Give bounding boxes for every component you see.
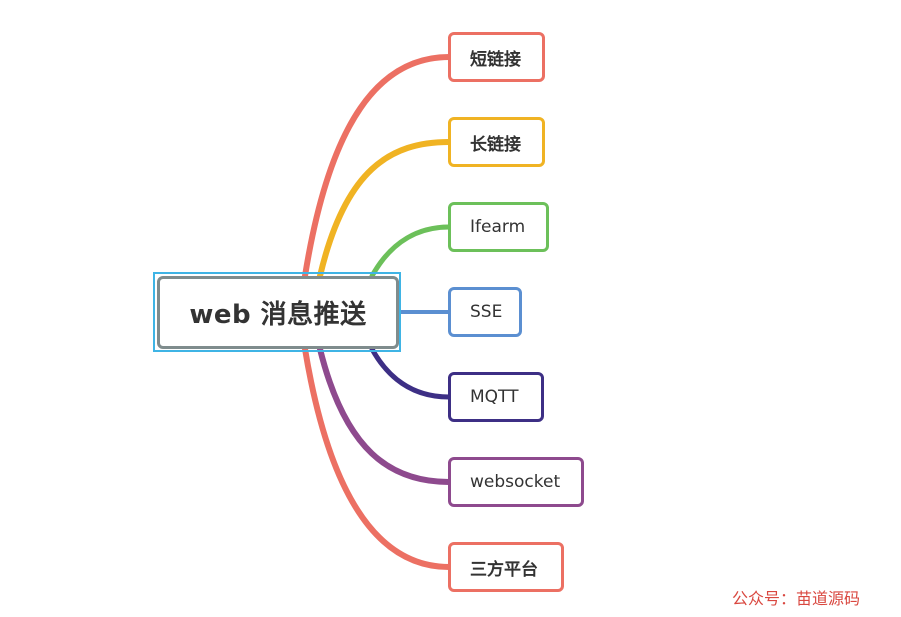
watermark-text: 公众号：苗道源码 xyxy=(732,589,861,608)
node-ifearm[interactable]: Ifearm xyxy=(448,202,549,252)
root-node-selection-frame xyxy=(153,272,401,352)
node-websocket[interactable]: websocket xyxy=(448,457,584,507)
node-short-connection[interactable]: 短链接 xyxy=(448,32,545,82)
branch-connector-5 xyxy=(369,346,452,400)
node-third-party-platform[interactable]: 三方平台 xyxy=(448,542,564,592)
branch-connector-7 xyxy=(302,346,452,570)
node-long-connection[interactable]: 长链接 xyxy=(448,117,545,167)
branch-connector-6 xyxy=(317,346,452,485)
branch-connector-1 xyxy=(302,54,452,279)
branch-connector-3 xyxy=(369,224,452,279)
branch-connector-2 xyxy=(317,139,452,279)
node-sse[interactable]: SSE xyxy=(448,287,522,337)
node-mqtt[interactable]: MQTT xyxy=(448,372,544,422)
root-node[interactable]: web 消息推送 xyxy=(157,276,399,349)
